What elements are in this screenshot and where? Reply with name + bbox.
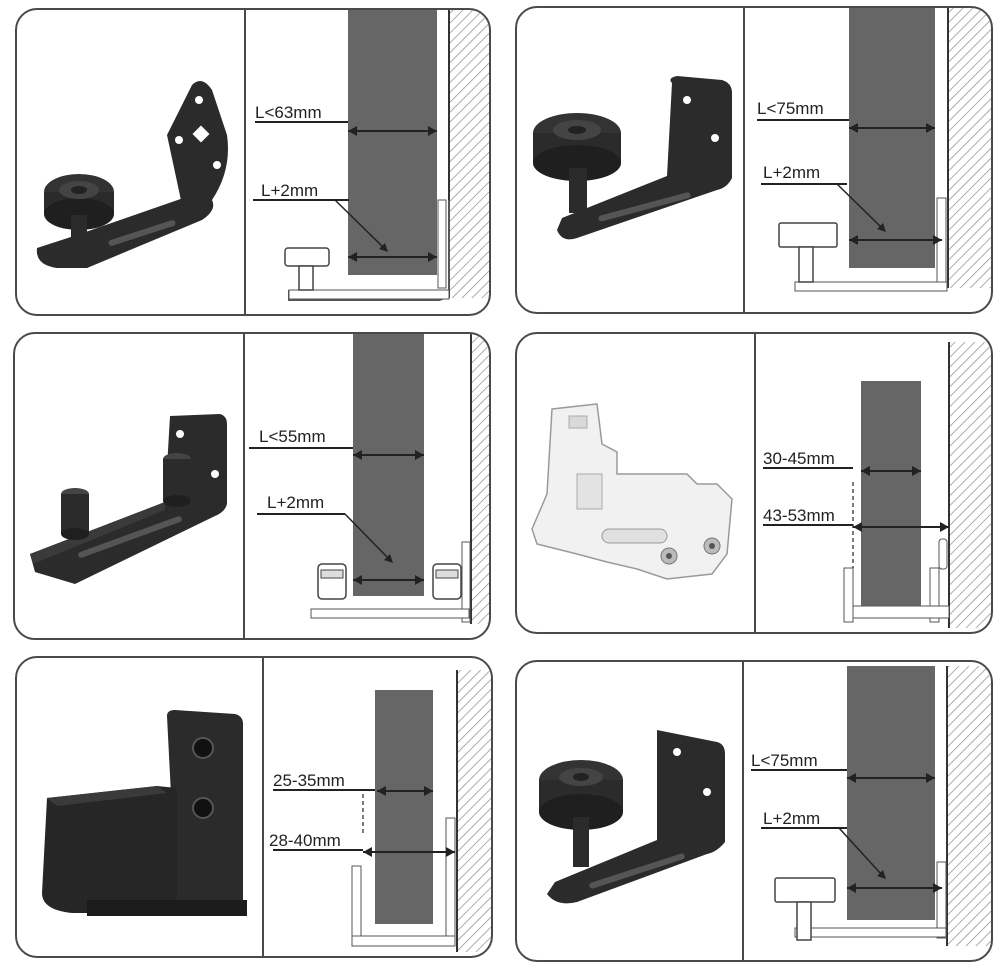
panel-6-bottom-measure: L+2mm <box>763 809 820 828</box>
roller-guide-with-diamond-bracket-icon <box>36 81 228 268</box>
door-panel <box>348 10 437 275</box>
guide-panel-2: L<75mm L+2mm <box>515 6 993 314</box>
panel-5-bottom-measure: 28-40mm <box>269 831 341 850</box>
panel-6-graphics: L<75mm L+2mm <box>539 662 991 960</box>
panel-2-bottom-measure: L+2mm <box>763 163 820 182</box>
guide-panel-3: L<55mm L+2mm <box>13 332 491 640</box>
door-panel <box>849 8 935 268</box>
panel-4-graphics: 30-45mm 43-53mm <box>531 334 991 632</box>
guide-panel-4: 30-45mm 43-53mm <box>515 332 993 634</box>
u-channel-guide-icon <box>42 710 247 916</box>
panel-6-top-measure: L<75mm <box>751 751 818 770</box>
door-panel <box>861 381 921 606</box>
panel-5-top-measure: 25-35mm <box>273 771 345 790</box>
roller-guide-with-square-plate-icon <box>539 730 725 904</box>
guide-panel-1: L<63mm L+2mm <box>15 8 491 316</box>
white-plastic-guide-icon <box>531 403 733 580</box>
panel-1-top-measure: L<63mm <box>255 103 322 122</box>
door-panel <box>375 690 433 924</box>
twin-roller-guide-icon <box>30 414 227 584</box>
door-panel <box>353 334 424 596</box>
panel-3-graphics: L<55mm L+2mm <box>30 334 489 638</box>
panel-2-top-measure: L<75mm <box>757 99 824 118</box>
panel-2-graphics: L<75mm L+2mm <box>533 8 991 312</box>
door-panel <box>847 666 935 920</box>
panel-1-graphics: L<63mm L+2mm <box>36 10 489 314</box>
panel-1-bottom-measure: L+2mm <box>261 181 318 200</box>
guide-panel-6: L<75mm L+2mm <box>515 660 993 962</box>
panel-4-bottom-measure: 43-53mm <box>763 506 835 525</box>
panel-3-top-measure: L<55mm <box>259 427 326 446</box>
panel-5-graphics: 25-35mm 28-40mm <box>42 658 491 956</box>
panel-3-bottom-measure: L+2mm <box>267 493 324 512</box>
panel-4-top-measure: 30-45mm <box>763 449 835 468</box>
guide-panel-5: 25-35mm 28-40mm <box>15 656 493 958</box>
roller-guide-with-square-plate-icon <box>533 76 732 240</box>
